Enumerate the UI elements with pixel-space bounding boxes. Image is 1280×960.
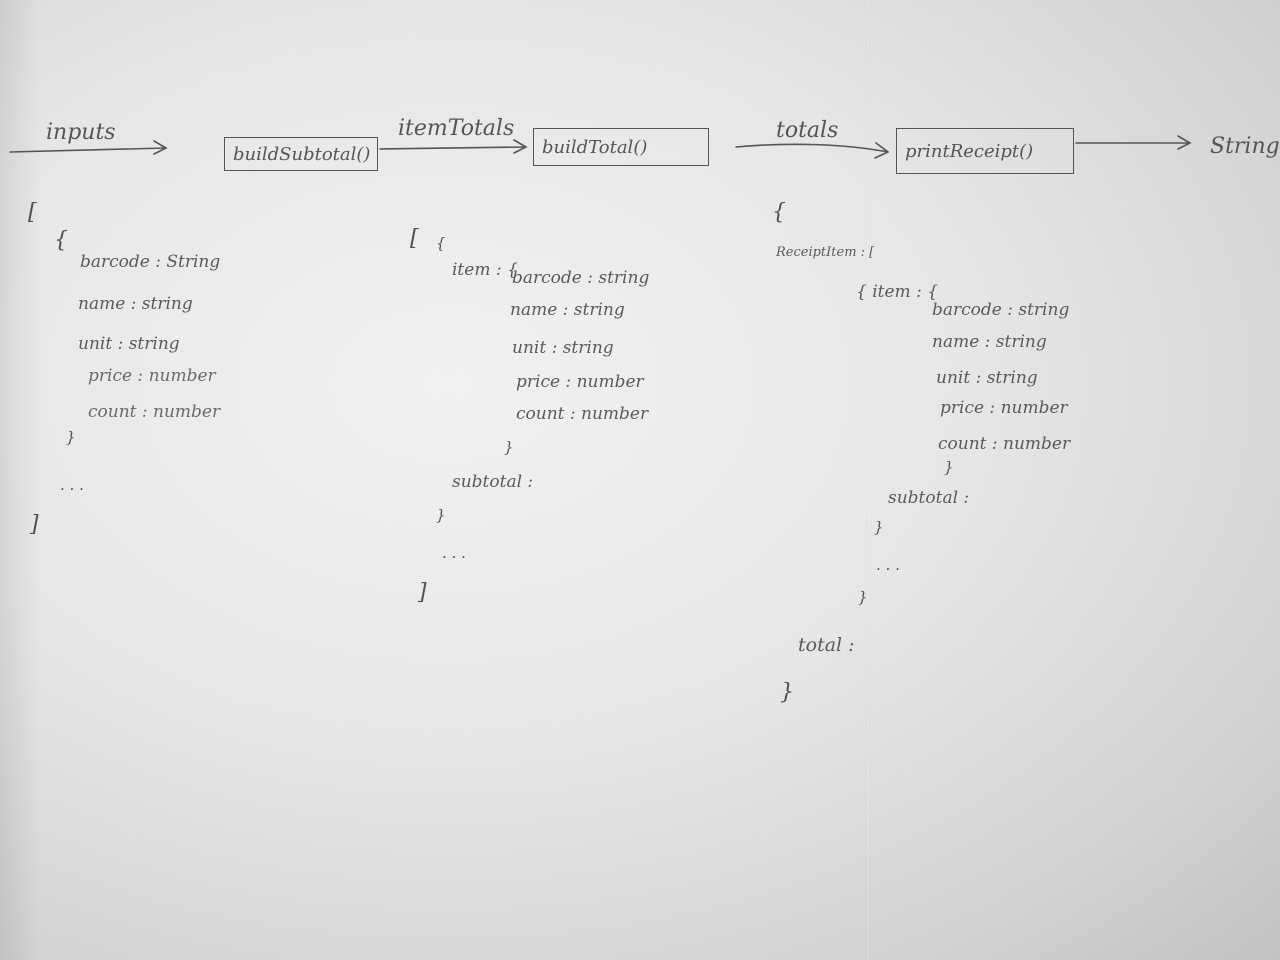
- totals-field-price: price : number: [940, 398, 1068, 418]
- totals-field-count: count : number: [938, 434, 1071, 454]
- totals-field-barcode: barcode : string: [932, 300, 1070, 320]
- itemtotals-field-barcode: barcode : string: [512, 268, 650, 288]
- totals-receipt-key: ReceiptItem : [: [776, 245, 875, 260]
- paper-fold: [866, 0, 868, 960]
- paper-shadow: [0, 0, 40, 960]
- itemtotals-open-bracket: [: [410, 226, 419, 251]
- totals-field-name: name : string: [932, 332, 1047, 352]
- itemtotals-item-key: item : {: [452, 260, 518, 280]
- inputs-field-barcode: barcode : String: [80, 252, 221, 272]
- inputs-close-bracket: ]: [30, 512, 39, 537]
- build-subtotal-box: buildSubtotal(): [224, 137, 378, 171]
- totals-ellipsis: . . .: [876, 556, 900, 574]
- totals-item-key: { item : {: [856, 282, 939, 302]
- totals-label: totals: [776, 118, 839, 143]
- itemtotals-field-price: price : number: [516, 372, 644, 392]
- itemtotals-open-brace: {: [436, 234, 446, 252]
- totals-total-key: total :: [798, 634, 855, 656]
- itemtotals-subtotal-key: subtotal :: [452, 472, 534, 492]
- totals-subtotal-key: subtotal :: [888, 488, 970, 508]
- totals-field-unit: unit : string: [936, 368, 1038, 388]
- inputs-field-unit: unit : string: [78, 334, 180, 354]
- totals-array-close: }: [858, 588, 868, 606]
- arrow-totals: [735, 142, 890, 159]
- print-receipt-label: printReceipt(): [905, 140, 1034, 162]
- itemtotals-field-count: count : number: [516, 404, 649, 424]
- build-total-label: buildTotal(): [542, 136, 648, 158]
- inputs-field-price: price : number: [88, 366, 216, 386]
- inputs-close-brace: }: [66, 428, 76, 446]
- inputs-field-name: name : string: [78, 294, 193, 314]
- totals-entry-close: }: [874, 518, 884, 536]
- totals-item-close: }: [944, 458, 954, 476]
- itemtotals-field-name: name : string: [510, 300, 625, 320]
- print-receipt-box: printReceipt(): [896, 128, 1074, 174]
- totals-open-brace: {: [772, 200, 786, 225]
- itemtotals-field-unit: unit : string: [512, 338, 614, 358]
- arrow-itemtotals: [379, 139, 528, 154]
- inputs-open-brace: {: [54, 228, 68, 253]
- itemtotals-close-bracket: ]: [418, 580, 427, 605]
- build-total-box: buildTotal(): [533, 128, 709, 166]
- inputs-field-count: count : number: [88, 402, 221, 422]
- arrow-string: [1075, 135, 1192, 150]
- arrow-inputs: [9, 140, 168, 155]
- build-subtotal-label: buildSubtotal(): [233, 143, 371, 165]
- inputs-ellipsis: . . .: [60, 476, 84, 494]
- inputs-label: inputs: [46, 120, 116, 145]
- itemtotals-label: itemTotals: [398, 116, 515, 141]
- itemtotals-close-brace: }: [436, 506, 446, 524]
- totals-close-brace: }: [780, 680, 794, 705]
- string-output-label: String: [1210, 134, 1280, 159]
- itemtotals-item-close: }: [504, 438, 514, 456]
- inputs-open-bracket: [: [28, 200, 37, 225]
- itemtotals-ellipsis: . . .: [442, 544, 466, 562]
